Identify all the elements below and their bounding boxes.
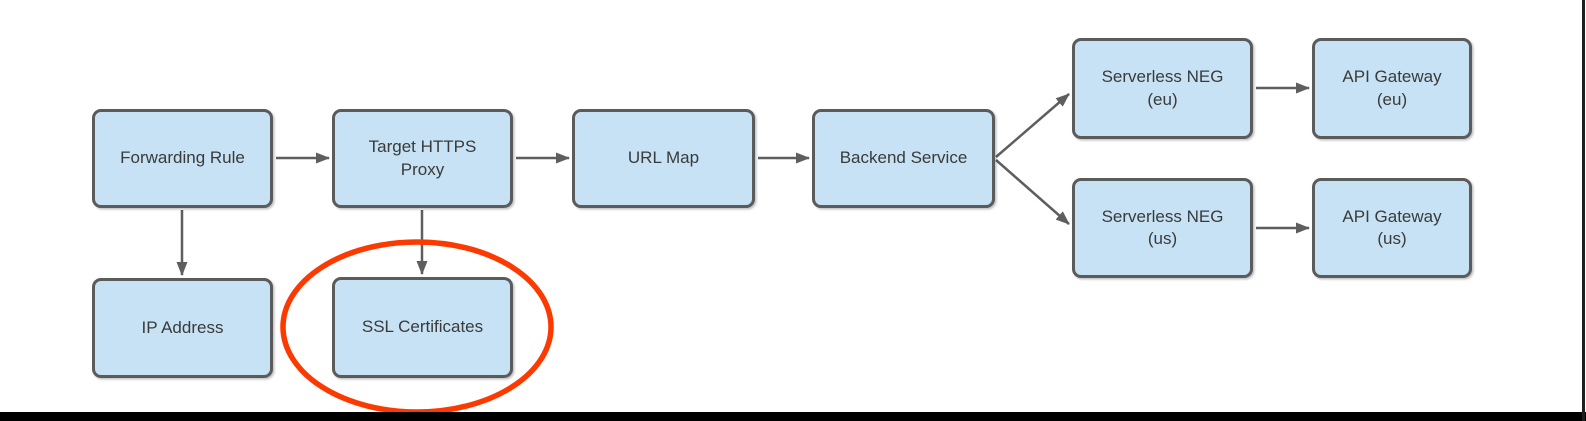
node-label: API Gateway (us) (1342, 206, 1442, 248)
node-serverless-neg-us: Serverless NEG (us) (1072, 178, 1253, 278)
node-api-gateway-eu: API Gateway (eu) (1312, 38, 1472, 139)
node-label: API Gateway (eu) (1342, 67, 1442, 109)
node-label: Serverless NEG (us) (1101, 206, 1224, 248)
window-bottom-edge (0, 412, 1586, 421)
node-label: Target HTTPS Proxy (368, 137, 477, 179)
node-ip-address: IP Address (92, 278, 273, 378)
node-target-https-proxy: Target HTTPS Proxy (332, 109, 513, 208)
edge-backend-to-neg-us (995, 159, 1070, 225)
node-url-map: URL Map (572, 109, 755, 208)
node-label: Serverless NEG (eu) (1101, 67, 1224, 109)
node-label: Forwarding Rule (120, 148, 245, 168)
node-serverless-neg-eu: Serverless NEG (eu) (1072, 38, 1253, 139)
node-backend-service: Backend Service (812, 109, 995, 208)
window-right-edge (1582, 0, 1585, 421)
node-api-gateway-us: API Gateway (us) (1312, 178, 1472, 278)
edge-backend-to-neg-eu (995, 93, 1070, 158)
node-label: Backend Service (839, 148, 968, 168)
node-label: IP Address (141, 317, 224, 337)
node-ssl-certificates: SSL Certificates (332, 277, 513, 378)
node-label: URL Map (627, 148, 700, 168)
node-label: SSL Certificates (361, 317, 484, 337)
node-forwarding-rule: Forwarding Rule (92, 109, 273, 208)
